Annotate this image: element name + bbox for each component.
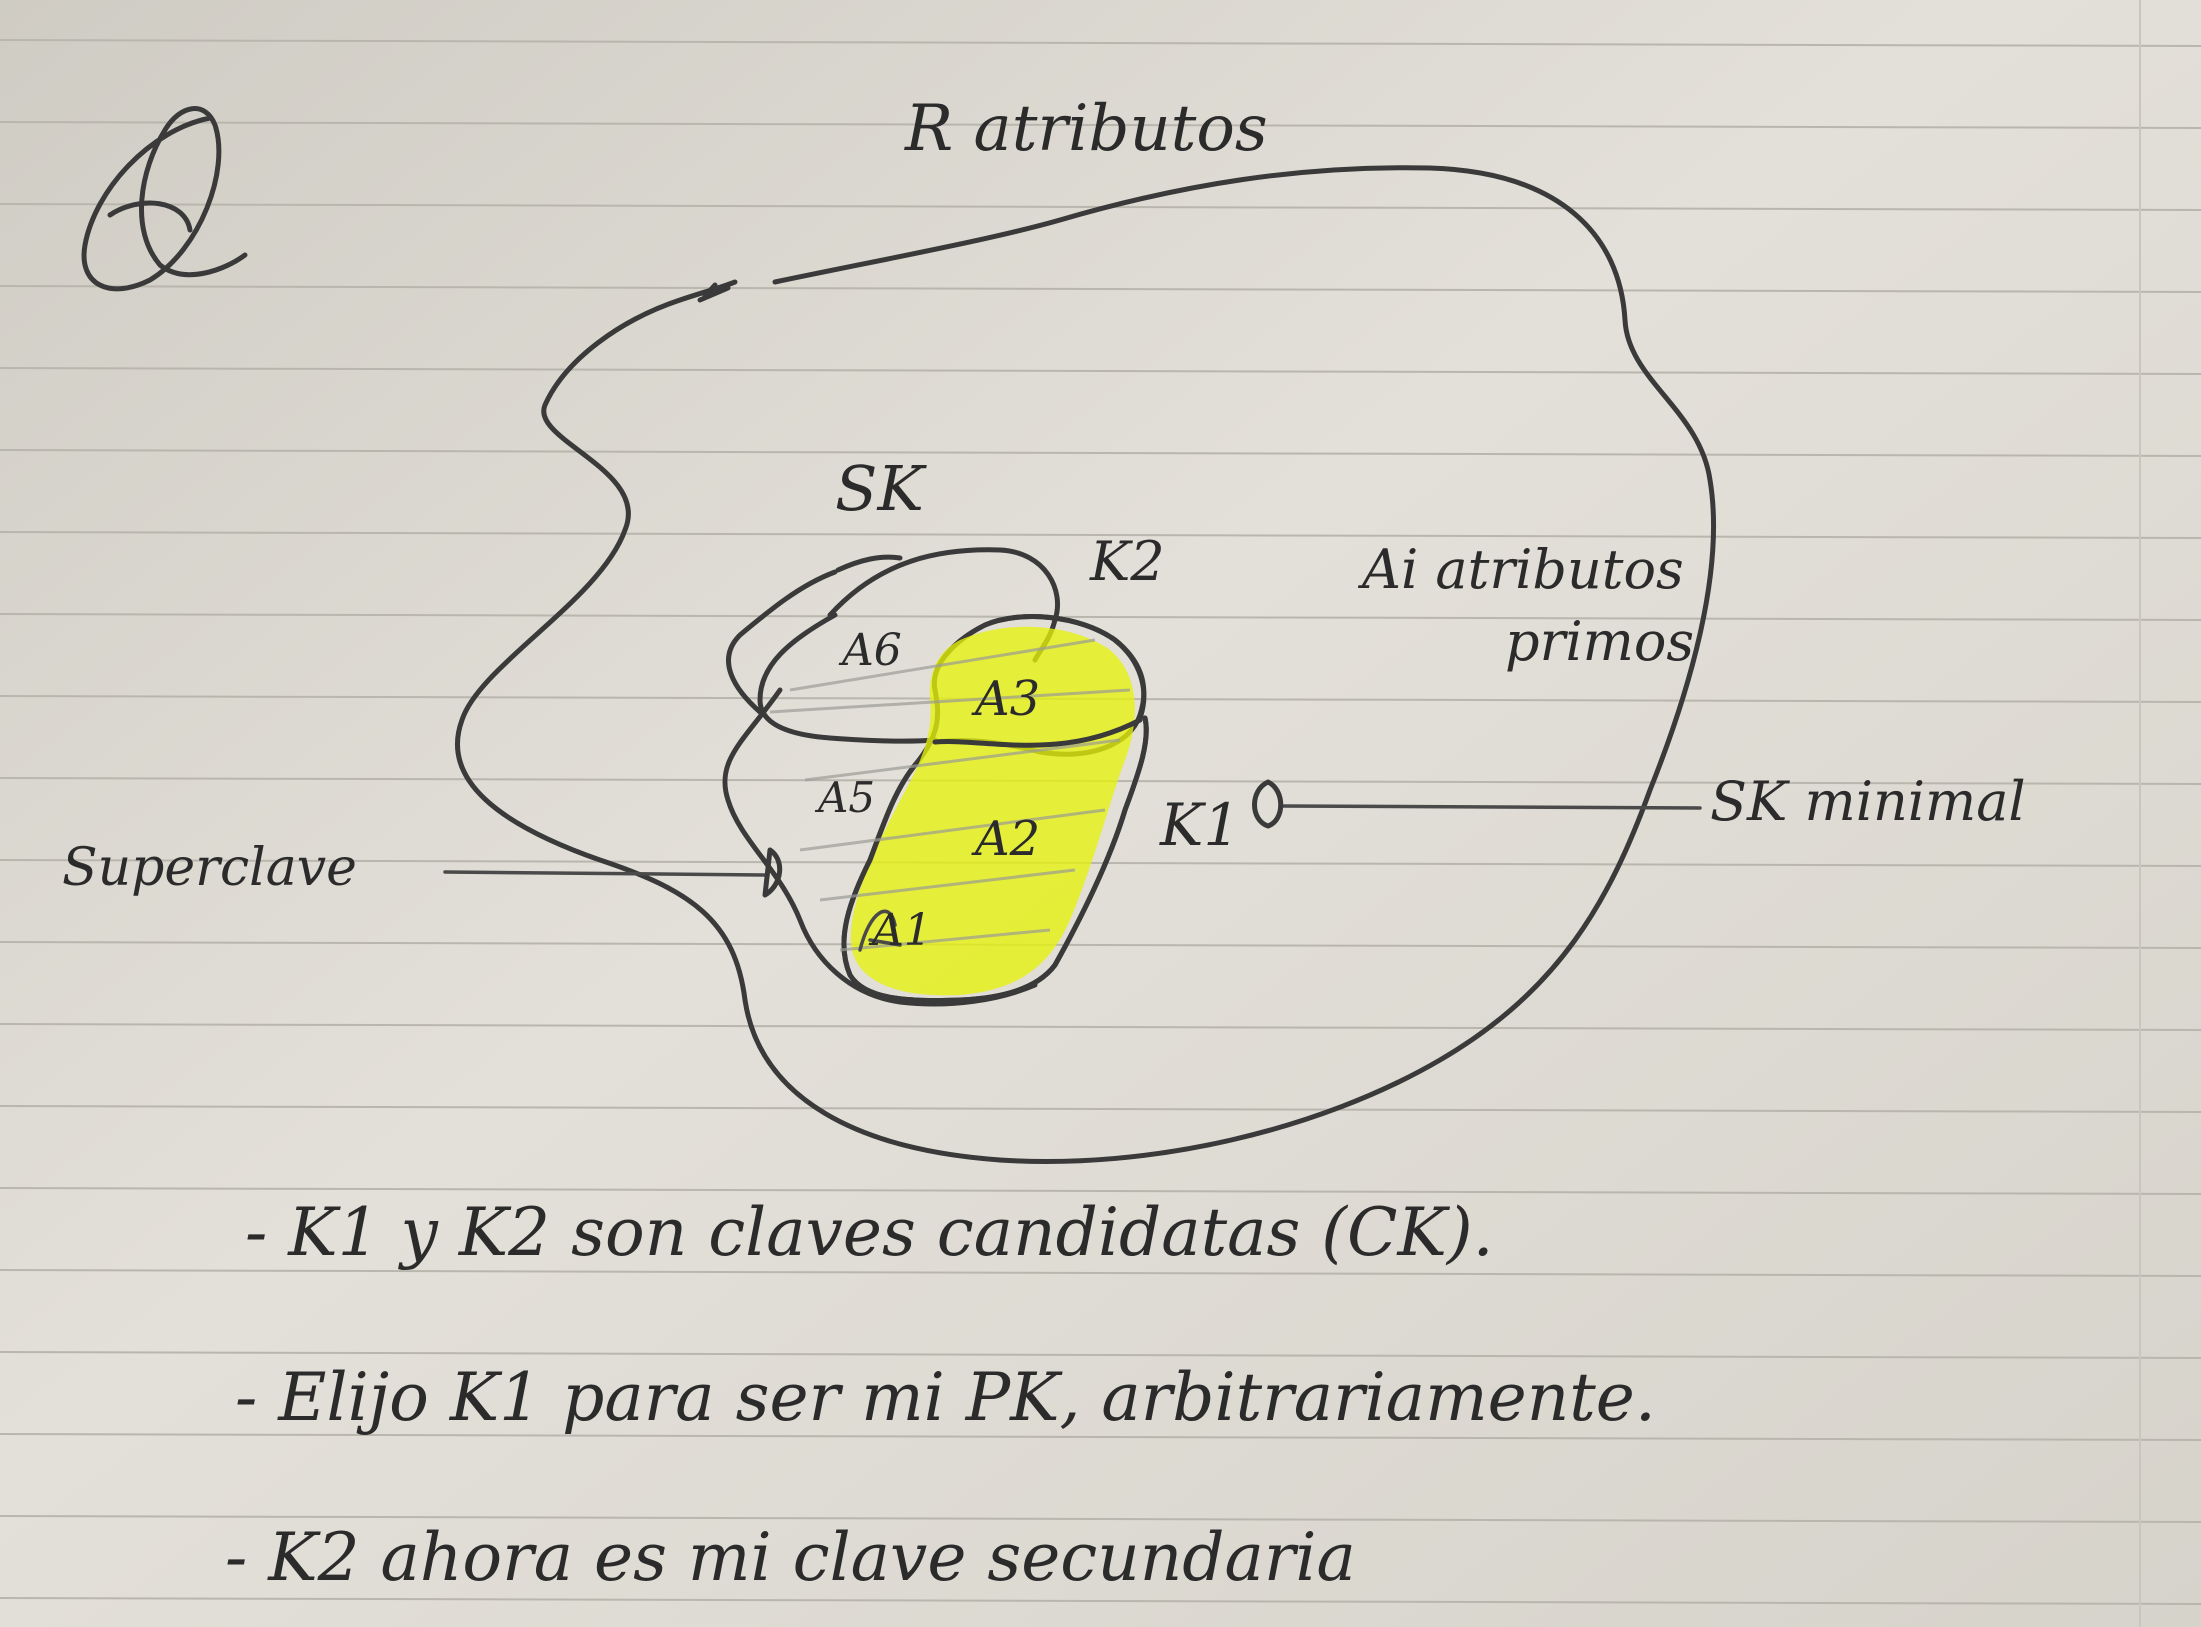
ruled-line	[0, 367, 2201, 375]
a1-scribble	[858, 909, 902, 952]
k1-highlight	[850, 626, 1135, 996]
k1-outline	[841, 614, 1149, 1004]
doodle-icon	[81, 106, 248, 292]
superkey-blob	[726, 554, 903, 715]
shading-lines	[769, 638, 1131, 952]
attribute-a6: A6	[838, 625, 902, 676]
ruled-line	[0, 1023, 2201, 1031]
superclave-label: Superclave	[62, 838, 357, 898]
ruled-line	[0, 1351, 2201, 1359]
ruled-line	[0, 941, 2201, 949]
prime-attributes-note-2: primos	[1505, 610, 1694, 673]
note-line-2: - Elijo K1 para ser mi PK, arbitrariamen…	[235, 1359, 1656, 1436]
attribute-a2: A2	[971, 811, 1040, 867]
superkey-blob-outline	[722, 687, 1038, 1007]
relation-outer-blob	[455, 165, 1717, 1165]
ruled-line	[0, 859, 2201, 867]
ruled-line	[0, 1187, 2201, 1195]
prime-attributes-note: Ai atributos	[1357, 538, 1684, 601]
attribute-a5: A5	[814, 773, 875, 822]
k1-label: K1	[1159, 791, 1240, 859]
ruled-line	[0, 531, 2201, 539]
pen-mark	[697, 282, 731, 303]
ruled-line	[0, 1597, 2201, 1605]
attribute-a3: A3	[971, 671, 1040, 727]
ruled-line	[0, 1433, 2201, 1441]
ruled-line	[0, 1515, 2201, 1523]
ruled-line	[0, 1105, 2201, 1113]
ruled-line	[0, 449, 2201, 457]
ruled-line	[0, 121, 2201, 129]
attribute-a1: A1	[868, 905, 932, 956]
note-line-3: - K2 ahora es mi clave secundaria	[225, 1519, 1356, 1596]
ruled-line	[0, 285, 2201, 293]
note-line-1: - K1 y K2 son claves candidatas (CK).	[245, 1194, 1494, 1271]
sk-minimal-label: SK minimal	[1710, 770, 2026, 833]
ruled-line	[0, 1269, 2201, 1277]
sk-minimal-arrow	[1252, 779, 1702, 829]
relation-label: R atributos	[904, 92, 1268, 166]
ruled-line	[0, 39, 2201, 47]
k2-label: K2	[1089, 530, 1165, 593]
ruled-line	[0, 613, 2201, 621]
superclave-arrow	[443, 847, 782, 898]
sk-label: SK	[835, 452, 927, 525]
